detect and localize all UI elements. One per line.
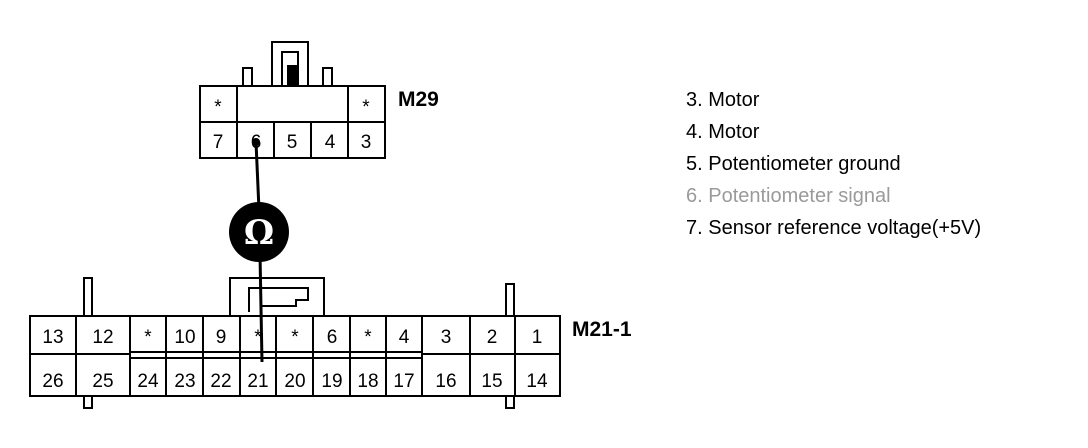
- m21-pin-top-4: 9: [216, 327, 227, 348]
- legend-item: 4. Motor: [686, 121, 760, 143]
- svg-text:Ω: Ω: [244, 213, 274, 253]
- m21-pin-bottom-11: 15: [481, 371, 502, 392]
- m21-1-label: M21-1: [572, 318, 632, 341]
- m21-pin-bottom-0: 26: [42, 371, 63, 392]
- probe-point-m29: [252, 138, 260, 146]
- m29-top-cell-0: *: [214, 97, 222, 118]
- ohmmeter-icon: Ω: [229, 202, 289, 262]
- m21-pin-bottom-6: 20: [284, 371, 305, 392]
- m29-pin-2: 5: [287, 132, 298, 153]
- m21-pin-bottom-8: 18: [357, 371, 378, 392]
- m21-pin-top-3: 10: [174, 327, 195, 348]
- m21-pin-top-2: *: [144, 327, 152, 348]
- m21-pin-bottom-7: 19: [321, 371, 342, 392]
- legend-item: 3. Motor: [686, 89, 760, 111]
- m21-pin-bottom-9: 17: [393, 371, 414, 392]
- m21-pin-bottom-5: 21: [247, 371, 268, 392]
- m21-pin-bottom-1: 25: [92, 371, 113, 392]
- m21-1-bottom-row: 26 25 24 23 22 21 20 19 18 17 16 15 14: [42, 371, 548, 392]
- m21-pin-top-11: 2: [487, 327, 498, 348]
- m29-connector: [199, 41, 386, 159]
- legend-item: 5. Potentiometer ground: [686, 153, 901, 175]
- m21-pin-top-10: 3: [441, 327, 452, 348]
- m29-label: M29: [398, 88, 439, 111]
- probe-wire: [254, 141, 264, 363]
- m21-pin-top-5: *: [254, 327, 262, 348]
- m29-top-row: **: [214, 97, 370, 118]
- m21-pin-top-1: 12: [92, 327, 113, 348]
- m21-pin-top-12: 1: [532, 327, 543, 348]
- m21-pin-bottom-10: 16: [435, 371, 456, 392]
- m21-pin-top-9: 4: [399, 327, 410, 348]
- m21-pin-top-6: *: [291, 327, 299, 348]
- m21-1-connector: [29, 277, 561, 409]
- m29-pin-0: 7: [213, 132, 224, 153]
- m21-pin-top-8: *: [364, 327, 372, 348]
- m21-1-top-row: 13 12 * 10 9 * * 6 * 4 3 2 1: [42, 327, 542, 348]
- legend-item: 6. Potentiometer signal: [686, 185, 891, 207]
- m29-pin-4: 3: [361, 132, 372, 153]
- m29-pin-3: 4: [325, 132, 336, 153]
- m21-pin-top-0: 13: [42, 327, 63, 348]
- m21-pin-bottom-12: 14: [526, 371, 548, 392]
- m29-top-cell-2: *: [362, 97, 370, 118]
- m21-pin-bottom-4: 22: [210, 371, 231, 392]
- legend-item: 7. Sensor reference voltage(+5V): [686, 217, 982, 239]
- pin-legend: 3. Motor 4. Motor 5. Potentiometer ground 6…: [686, 84, 981, 244]
- m29-pin-row: 7 6 5 4 3: [213, 132, 372, 153]
- m21-pin-bottom-2: 24: [137, 371, 159, 392]
- m29-pin-1: 6: [251, 132, 262, 153]
- m21-pin-top-7: 6: [327, 327, 338, 348]
- m21-pin-bottom-3: 23: [174, 371, 195, 392]
